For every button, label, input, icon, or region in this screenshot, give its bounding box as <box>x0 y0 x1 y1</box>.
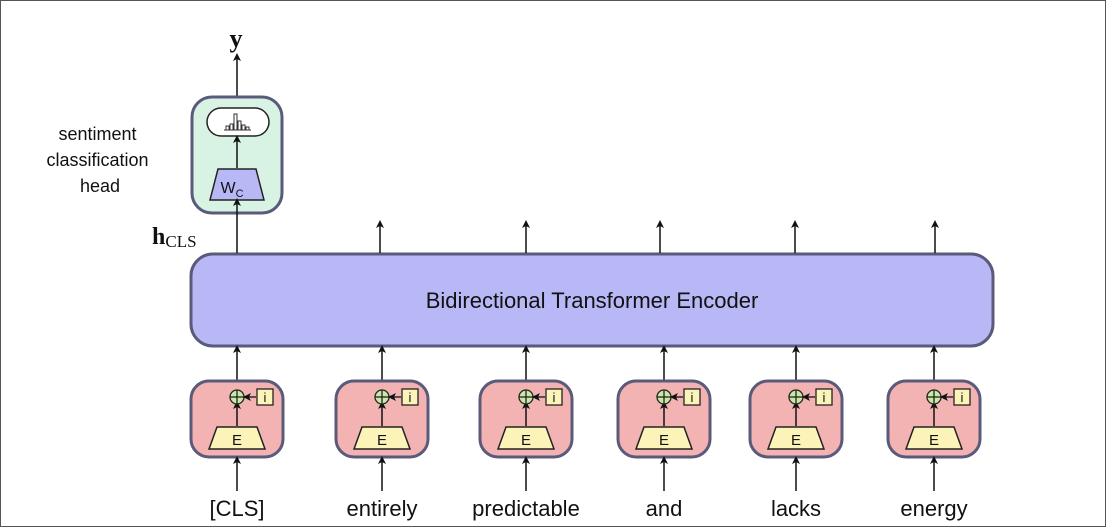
embedding-trapezoid <box>766 426 826 450</box>
position-box <box>401 388 419 406</box>
position-label: i <box>961 390 964 405</box>
head-label: sentiment classification head <box>46 124 153 196</box>
classification-head: WC <box>190 95 284 215</box>
position-label: i <box>264 390 267 405</box>
hidden-cls-label: hCLS <box>152 224 197 251</box>
embedding-column: Ei and <box>616 345 712 521</box>
embedding-e-label: E <box>929 432 939 449</box>
embedding-e-label: E <box>377 432 387 449</box>
token-label: and <box>646 496 683 521</box>
output-y-label: y <box>230 24 243 53</box>
embedding-column: Ei lacks <box>748 345 844 521</box>
embedding-e-label: E <box>232 432 242 449</box>
position-box <box>953 388 971 406</box>
token-label: entirely <box>347 496 418 521</box>
embedding-column: Ei predictable <box>472 345 580 521</box>
position-box <box>545 388 563 406</box>
position-box <box>683 388 701 406</box>
embedding-trapezoid <box>207 426 267 450</box>
token-label: predictable <box>472 496 580 521</box>
position-label: i <box>409 390 412 405</box>
position-label: i <box>823 390 826 405</box>
weight-wc-label: WC <box>220 180 243 200</box>
embedding-column: Ei entirely <box>334 345 430 521</box>
embedding-trapezoid <box>352 426 412 450</box>
embedding-e-label: E <box>521 432 531 449</box>
head-label-line-1: sentiment <box>58 124 136 144</box>
embedding-e-label: E <box>791 432 801 449</box>
position-box <box>815 388 833 406</box>
position-label: i <box>553 390 556 405</box>
embedding-column: Ei [CLS] <box>189 345 285 521</box>
embedding-trapezoid <box>496 426 556 450</box>
embedding-column: Ei energy <box>886 345 982 521</box>
token-label: [CLS] <box>209 496 264 521</box>
position-box <box>256 388 274 406</box>
head-label-line-2: classification <box>46 150 148 170</box>
encoder-label: Bidirectional Transformer Encoder <box>426 288 759 313</box>
embedding-e-label: E <box>659 432 669 449</box>
histogram-icon <box>224 113 251 131</box>
embedding-trapezoid <box>904 426 964 450</box>
weight-wc-trapezoid <box>209 168 265 201</box>
token-label: energy <box>900 496 967 521</box>
embedding-columns: Ei [CLS] Ei entirely Ei predictable Ei and Ei lac… <box>189 345 982 521</box>
head-label-line-3: head <box>80 176 120 196</box>
transformer-encoder <box>189 252 995 348</box>
embedding-trapezoid <box>634 426 694 450</box>
position-label: i <box>691 390 694 405</box>
token-label: lacks <box>771 496 821 521</box>
